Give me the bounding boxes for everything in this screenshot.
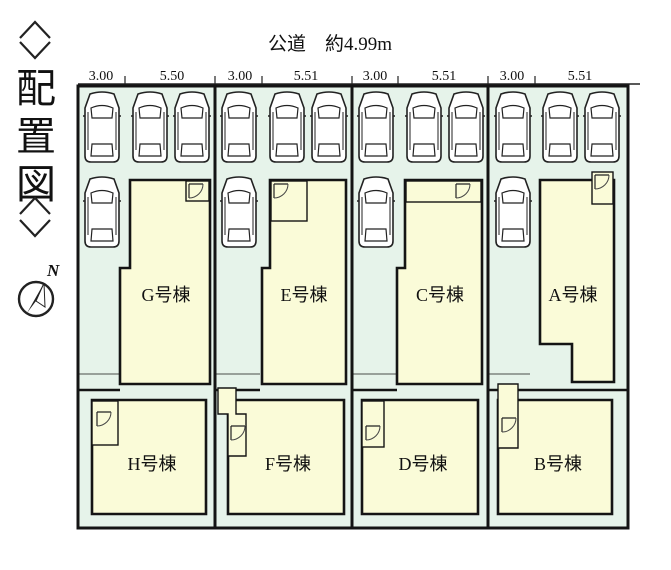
dimension-label: 3.00	[500, 69, 525, 84]
chevron-down-icon	[19, 41, 51, 60]
door-swing-icon	[497, 383, 519, 449]
dimension-label: 5.51	[432, 69, 457, 84]
house-h	[90, 398, 208, 516]
car-icon	[356, 176, 396, 248]
building-label-c: C号棟	[416, 285, 464, 305]
plan-title: 配 置 図	[16, 20, 56, 238]
dimension-label: 5.50	[160, 69, 185, 84]
north-label: N	[46, 261, 60, 280]
door-swing-icon	[405, 180, 482, 203]
car-icon	[267, 91, 307, 163]
chevron-up-icon	[19, 20, 51, 39]
dimension-label: 3.00	[89, 69, 114, 84]
car-icon	[356, 91, 396, 163]
chevron-up-icon	[19, 196, 51, 215]
car-icon	[309, 91, 349, 163]
house-d	[360, 398, 480, 516]
car-icon	[130, 91, 170, 163]
car-icon	[493, 91, 533, 163]
car-icon	[82, 176, 122, 248]
house-f	[226, 398, 346, 516]
car-icon	[172, 91, 212, 163]
building-labels: G号棟 E号棟 C号棟 A号棟 H号棟 F号棟 D号棟 B号棟	[128, 285, 598, 474]
dimension-label: 3.00	[363, 69, 388, 84]
car-icon	[582, 91, 622, 163]
dimension-label: 5.51	[294, 69, 319, 84]
dimension-label: 5.51	[568, 69, 593, 84]
road-label: 公道 約4.99m	[268, 33, 392, 55]
compass-icon: N	[17, 261, 60, 318]
car-icon	[404, 91, 444, 163]
house-e	[260, 178, 348, 386]
building-label-b: B号棟	[534, 454, 582, 474]
title-char-1: 配	[16, 66, 56, 111]
car-icon	[493, 176, 533, 248]
dimension-labels: 3.00 5.50 3.00 5.51 3.00 5.51 3.00 5.51	[89, 69, 593, 92]
houses	[90, 178, 616, 516]
dimension-label: 3.00	[228, 69, 253, 84]
car-icon	[219, 176, 259, 248]
house-a	[538, 178, 616, 384]
house-g	[118, 178, 212, 386]
building-label-a: A号棟	[549, 285, 598, 305]
car-icon	[540, 91, 580, 163]
car-icon	[446, 91, 486, 163]
building-label-e: E号棟	[281, 285, 328, 305]
door-swing-icon	[217, 387, 247, 457]
car-icon	[219, 91, 259, 163]
title-char-2: 置	[16, 114, 56, 159]
door-swing-icon	[91, 400, 119, 446]
house-b	[496, 398, 614, 516]
car-icon	[82, 91, 122, 163]
door-swing-icon	[185, 180, 210, 202]
chevron-down-icon	[19, 219, 51, 238]
house-c	[395, 178, 484, 386]
entrances	[91, 171, 614, 457]
door-swing-icon	[270, 180, 308, 222]
door-swing-icon	[361, 400, 385, 448]
building-label-g: G号棟	[142, 285, 191, 305]
building-label-d: D号棟	[399, 454, 448, 474]
building-label-h: H号棟	[128, 454, 177, 474]
door-swing-icon	[591, 171, 614, 205]
building-label-f: F号棟	[265, 454, 311, 474]
